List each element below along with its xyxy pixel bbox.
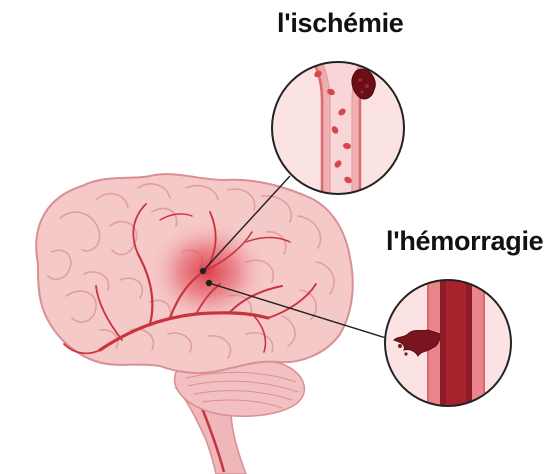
ischemia-label: l'ischémie bbox=[277, 8, 404, 39]
brain-illustration bbox=[36, 174, 353, 474]
hemorrhagic-vessel-icon bbox=[385, 270, 511, 420]
hemorrhage-label: l'hémorragie bbox=[386, 226, 543, 257]
ischemic-vessel-icon bbox=[272, 40, 404, 200]
